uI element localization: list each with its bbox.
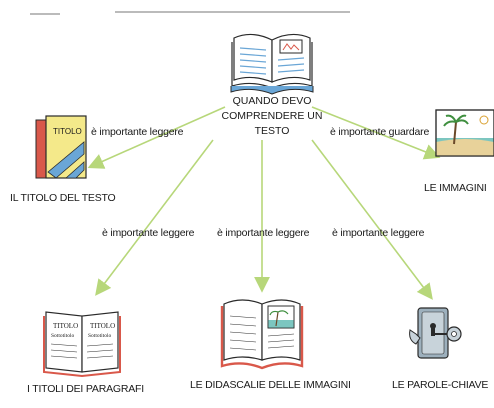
captions-book-icon (220, 299, 304, 370)
arrow-to-keywords (311, 139, 433, 300)
landscape-picture-icon (435, 109, 494, 157)
arrow-to-paragraph-titles (95, 139, 214, 296)
edge-label-to-paragraph-titles: è importante leggere (102, 227, 195, 239)
page-right-title: TITOLO (90, 322, 115, 330)
page-left-subtitle: Sottotitolo (51, 333, 74, 339)
arrow-to-title (87, 106, 226, 169)
edge-label-to-captions: è importante leggere (217, 227, 310, 239)
node-label-captions: LE DIDASCALIE DELLE IMMAGINI (190, 379, 351, 391)
node-label-keywords: LE PAROLE-CHIAVE (392, 379, 489, 391)
page-left-title: TITOLO (53, 322, 78, 330)
edge-label-to-keywords: è importante leggere (332, 227, 425, 239)
key-lock-icon (409, 307, 462, 359)
node-label-paragraph-titles: I TITOLI DEI PARAGRAFI (27, 383, 144, 395)
central-question-line2: COMPRENDERE UN TESTO (221, 110, 323, 137)
page-right-subtitle: Sottotitolo (88, 333, 111, 339)
central-question: QUANDO DEVO COMPRENDERE UN TESTO (207, 94, 337, 139)
title-book-icon: TITOLO (35, 115, 87, 179)
arrows (87, 106, 441, 300)
node-label-title: IL TITOLO DEL TESTO (10, 192, 116, 204)
paragraph-book-icon: TITOLO Sottotitolo TITOLO Sottotitolo (43, 311, 121, 378)
arrow-to-images (311, 106, 441, 160)
book-cover-title: TITOLO (53, 127, 82, 136)
edge-label-to-title: è importante leggere (91, 126, 184, 138)
central-question-line1: QUANDO DEVO (232, 95, 312, 107)
edge-label-to-images: è importante guardare (330, 126, 430, 138)
node-label-images: LE IMMAGINI (424, 182, 487, 194)
open-book-icon (230, 33, 314, 95)
